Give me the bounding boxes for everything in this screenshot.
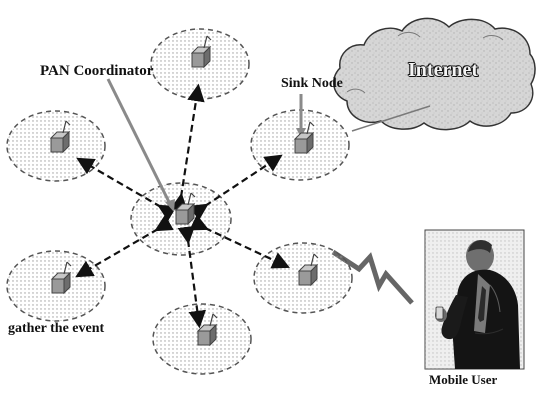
internet-label: Internet (408, 59, 478, 81)
pan-coordinator-node-icon (174, 192, 196, 226)
sensor-node-icon (49, 120, 71, 154)
callout-pointers (106, 78, 306, 212)
pan-coordinator-label: PAN Coordinator (40, 63, 154, 79)
internet-link (351, 105, 431, 132)
sensor-node-icon (297, 253, 319, 287)
sensor-node-icon (190, 35, 212, 69)
sensor-node-icon (293, 121, 315, 155)
wireless-link-icon (331, 249, 414, 305)
sensor-node-icon (196, 313, 218, 347)
mobile-user-icon (424, 229, 525, 370)
sensor-nodes (49, 35, 319, 347)
sensor-node-icon (50, 261, 72, 295)
sink-node-label: Sink Node (281, 76, 343, 91)
gather-event-label: gather the event (8, 321, 105, 336)
network-arrows (75, 83, 290, 329)
mobile-user-label: Mobile User (429, 372, 498, 387)
